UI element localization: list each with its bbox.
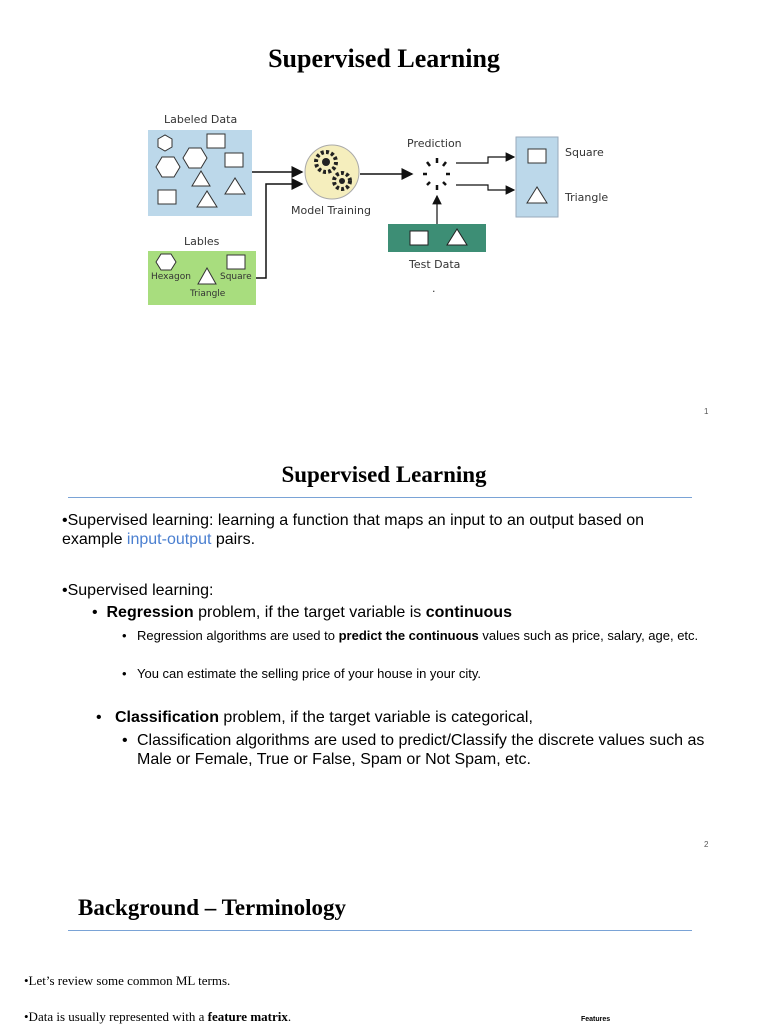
regression-sub-bullet-1: • Regression algorithms are used to pred…: [122, 626, 702, 645]
gear-icon: [304, 144, 360, 200]
regression-text: problem, if the target variable is: [193, 604, 426, 621]
slide-1-title: Supervised Learning: [268, 44, 500, 73]
lables-label: Lables: [184, 235, 220, 248]
labels-box: [148, 251, 256, 305]
classification-sub-text: Classification algorithms are used to pr…: [137, 732, 705, 768]
supervised-learning-heading: •Supervised learning:: [62, 582, 214, 599]
slide-2-divider: [68, 497, 692, 498]
prediction-label: Prediction: [407, 137, 462, 150]
features-label: Features: [581, 1016, 611, 1023]
feature-matrix-line: •Data is usually represented with a feat…: [24, 1009, 291, 1025]
house-price-example: You can estimate the selling price of yo…: [137, 666, 481, 681]
feature-matrix-term: feature matrix: [207, 1009, 288, 1024]
label-square: Square: [220, 272, 252, 282]
definition-paragraph: •Supervised learning: learning a functio…: [62, 511, 702, 549]
input-output-term: input-output: [126, 531, 212, 548]
regression-bullet: • Regression problem, if the target vari…: [92, 603, 512, 622]
slide-2-title: Supervised Learning: [281, 462, 487, 487]
output-box: [515, 136, 559, 218]
feature-matrix-text: •Data is usually represented with a: [24, 1009, 208, 1024]
bullet-dot: •: [122, 628, 127, 643]
test-data-label: Test Data: [409, 258, 461, 271]
definition-text: •Supervised learning: learning a functio…: [62, 512, 644, 548]
slide-3-title: Background – Terminology: [78, 895, 346, 920]
bullet-dot: •: [92, 604, 107, 621]
label-triangle: Triangle: [190, 289, 226, 299]
classification-sub-bullet: • Classification algorithms are used to …: [122, 731, 712, 769]
stray-dot: .: [432, 282, 436, 295]
output-square-label: Square: [565, 146, 604, 159]
model-training-label: Model Training: [291, 204, 371, 217]
page-number-2: 2: [704, 840, 709, 849]
regression-sub-bullet-2: • You can estimate the selling price of …: [122, 664, 702, 683]
labeled-data-label: Labeled Data: [164, 113, 238, 126]
classification-bullet: • Classification problem, if the target …: [96, 708, 533, 727]
feature-matrix-end: .: [287, 1009, 292, 1024]
page-number-1: 1: [704, 407, 709, 416]
slide-3-divider: [68, 930, 692, 931]
review-terms-line: •Let’s review some common ML terms.: [24, 973, 231, 988]
classification-text: problem, if the target variable is categ…: [218, 709, 533, 726]
continuous-term: continuous: [425, 604, 512, 621]
regression-sub-text: Regression algorithms are used to: [137, 628, 339, 643]
classification-term: Classification: [114, 709, 219, 726]
label-hexagon: Hexagon: [151, 272, 191, 282]
bullet-dot: •: [122, 666, 127, 681]
regression-term: Regression: [106, 604, 194, 621]
regression-sub-end: values such as price, salary, age, etc.: [478, 628, 699, 643]
predict-continuous-term: predict the continuous: [338, 628, 479, 643]
bullet-dot: •: [122, 732, 128, 749]
output-triangle-label: Triangle: [565, 191, 609, 204]
test-data-box: [388, 224, 486, 252]
supervised-learning-diagram: [148, 130, 559, 305]
prediction-spinner-icon: [423, 158, 450, 190]
labeled-data-box: [148, 130, 252, 216]
definition-end: pairs.: [211, 531, 256, 548]
bullet-dot: •: [96, 709, 115, 726]
